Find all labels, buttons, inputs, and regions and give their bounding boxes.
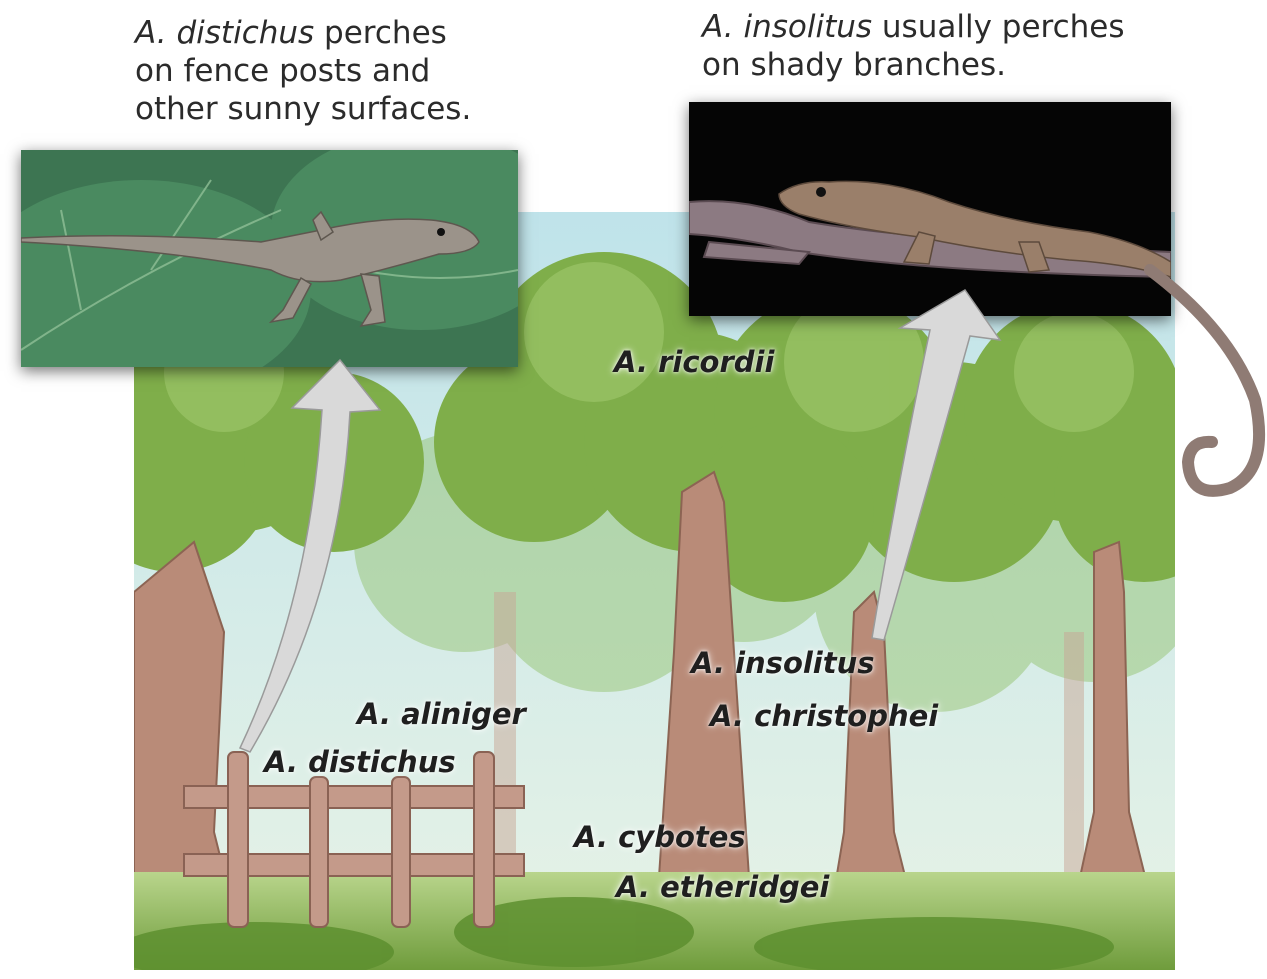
label-distichus: A. distichus	[264, 745, 456, 779]
photo-insolitus	[689, 102, 1171, 316]
caption-insolitus-line1: usually perches	[872, 9, 1125, 45]
lizard-on-leaf-image	[21, 150, 518, 367]
caption-distichus-line3: other sunny surfaces.	[135, 91, 472, 127]
lizard-distichus	[21, 210, 480, 328]
lizard-on-branch-image	[689, 102, 1171, 316]
photo-distichus	[21, 150, 518, 367]
label-insolitus: A. insolitus	[691, 646, 875, 680]
caption-distichus: A. distichus perches on fence posts and …	[135, 14, 495, 128]
label-cybotes: A. cybotes	[574, 820, 746, 854]
caption-insolitus-line2: on shady branches.	[702, 47, 1006, 83]
label-etheridgei: A. etheridgei	[616, 870, 830, 904]
label-ricordii: A. ricordii	[614, 345, 775, 379]
label-aliniger: A. aliniger	[357, 697, 526, 731]
fence	[183, 751, 525, 928]
caption-distichus-line2: on fence posts and	[135, 53, 431, 89]
tree-trunks	[134, 470, 1166, 953]
caption-insolitus-species: A. insolitus	[702, 9, 873, 45]
label-christophei: A. christophei	[710, 699, 939, 733]
caption-insolitus: A. insolitus usually perches on shady br…	[702, 8, 1132, 84]
caption-distichus-line1: perches	[314, 15, 447, 51]
caption-distichus-species: A. distichus	[135, 15, 315, 51]
